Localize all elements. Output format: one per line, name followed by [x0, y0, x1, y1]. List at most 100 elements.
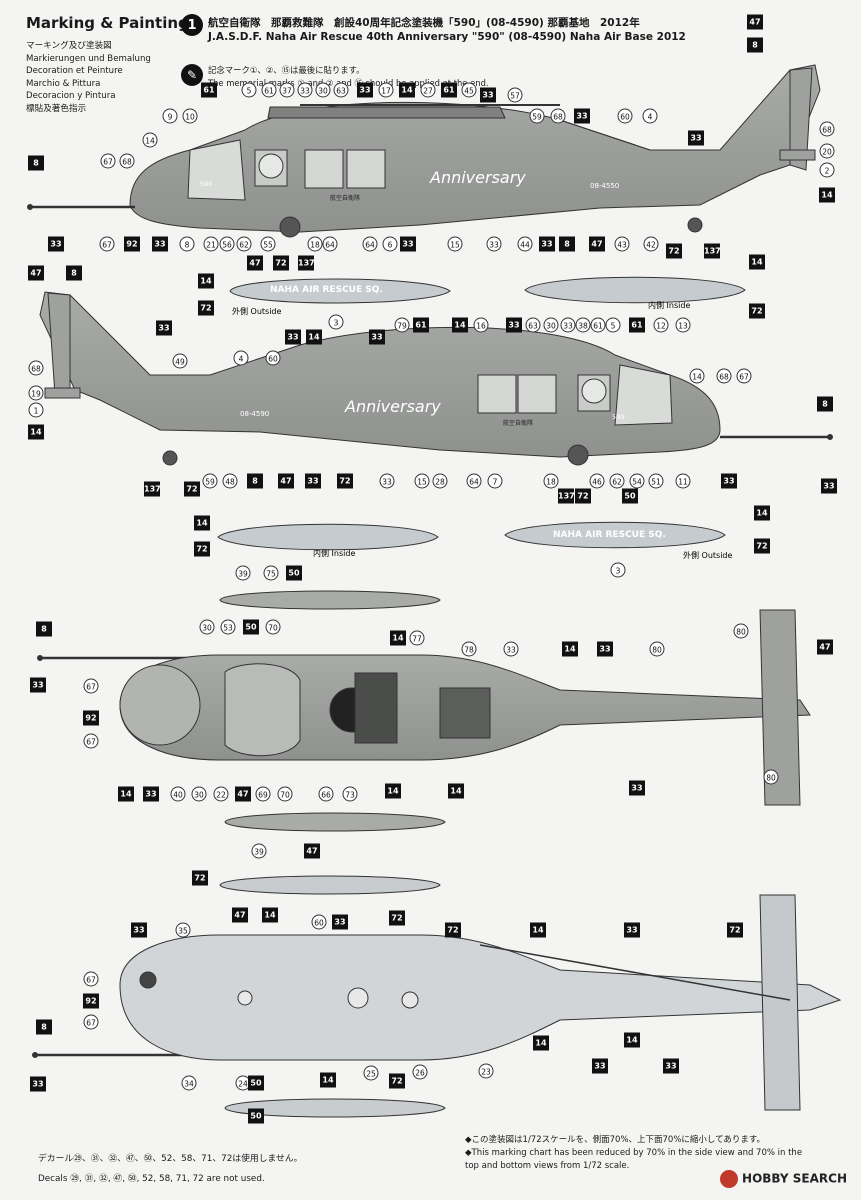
tank-1-text: NAHA AIR RESCUE SQ. — [270, 285, 383, 295]
top-view — [37, 590, 811, 832]
scale-note-en-2: top and bottom views from 1/72 scale. — [465, 1160, 630, 1171]
callout-circle: 67 — [83, 733, 99, 749]
callout-circle: 23 — [478, 1063, 494, 1079]
callout-square: 50 — [248, 1075, 264, 1091]
callout-circle: 8 — [179, 236, 195, 252]
callout-circle: 40 — [170, 786, 186, 802]
callout-square: 33 — [624, 922, 640, 938]
tank-outside-2 — [504, 521, 726, 549]
callout-circle: 42 — [643, 236, 659, 252]
callout-circle: 9 — [162, 108, 178, 124]
callout-circle: 6 — [382, 236, 398, 252]
callout-square: 72 — [389, 1073, 405, 1089]
callout-square: 47 — [589, 236, 605, 252]
callout-square: 47 — [247, 255, 263, 271]
callout-circle: 67 — [83, 678, 99, 694]
callout-circle: 59 — [202, 473, 218, 489]
callout-square: 33 — [400, 236, 416, 252]
callout-circle: 43 — [614, 236, 630, 252]
callout-square: 50 — [243, 619, 259, 635]
callout-square: 33 — [332, 914, 348, 930]
callout-circle: 15 — [414, 473, 430, 489]
tank-callout: 72 — [194, 541, 210, 557]
callout-square: 14 — [448, 783, 464, 799]
callout-square: 137 — [704, 243, 721, 259]
callout-circle: 5 — [241, 82, 257, 98]
unused-decals-jp: デカール㉙、㉛、㉜、㊼、㊿、52、58、71、72は使用しません。 — [38, 1154, 303, 1164]
callout-square: 137 — [144, 481, 161, 497]
callout-square: 33 — [597, 641, 613, 657]
scheme-number-badge: 1 — [181, 14, 203, 36]
callout-circle: 54 — [629, 473, 645, 489]
subtitle-fr: Decoration et Peinture — [26, 66, 123, 77]
callout-circle: 67 — [100, 153, 116, 169]
callout-square: 61 — [201, 82, 217, 98]
callout-circle: 1 — [28, 402, 44, 418]
callout-circle: 15 — [447, 236, 463, 252]
callout-circle: 34 — [181, 1075, 197, 1091]
subtitle-de: Markierungen und Bemalung — [26, 53, 151, 64]
tank-inside-label-2: 内側 Inside — [313, 548, 355, 558]
callout-square: 33 — [539, 236, 555, 252]
callout-square: 14 — [28, 424, 44, 440]
callout-square: 33 — [305, 473, 321, 489]
callout-circle: 62 — [609, 473, 625, 489]
callout-square: 33 — [629, 780, 645, 796]
tank-inside-2 — [217, 523, 439, 551]
side2-fuselage-number: 08-4590 — [240, 410, 269, 418]
subtitle-it: Marchio & Pittura — [26, 78, 101, 89]
callout-circle: 24 — [235, 1075, 251, 1091]
callout-square: 33 — [592, 1058, 608, 1074]
callout-circle: 44 — [517, 236, 533, 252]
callout-circle: 33 — [503, 641, 519, 657]
callout-circle: 49 — [172, 353, 188, 369]
callout-circle: 57 — [507, 87, 523, 103]
callout-square: 8 — [747, 37, 763, 53]
callout-circle: 60 — [617, 108, 633, 124]
callout-square: 33 — [480, 87, 496, 103]
callout-square: 8 — [28, 155, 44, 171]
callout-circle: 67 — [83, 1014, 99, 1030]
callout-circle: 26 — [412, 1064, 428, 1080]
callout-square: 61 — [629, 317, 645, 333]
callout-square: 92 — [83, 993, 99, 1009]
side2-jasdf-text: 航空自衛隊 — [503, 419, 533, 427]
callout-square: 72 — [389, 910, 405, 926]
callout-square: 8 — [66, 265, 82, 281]
callout-square: 14 — [306, 329, 322, 345]
callout-square: 92 — [83, 710, 99, 726]
callout-circle: 64 — [362, 236, 378, 252]
callout-circle: 70 — [265, 619, 281, 635]
tank-callout: 3 — [328, 314, 344, 330]
callout-circle: 4 — [233, 350, 249, 366]
scheme-title-en: J.A.S.D.F. Naha Air Rescue 40th Annivers… — [208, 31, 686, 43]
callout-square: 33 — [369, 329, 385, 345]
callout-circle: 67 — [83, 971, 99, 987]
callout-circle: 55 — [260, 236, 276, 252]
callout-square: 137 — [558, 488, 575, 504]
bottom-view — [32, 875, 842, 1118]
callout-square: 8 — [36, 1019, 52, 1035]
callout-circle: 39 — [251, 843, 267, 859]
callout-square: 47 — [817, 639, 833, 655]
brush-icon: ✎ — [181, 64, 203, 86]
callout-circle: 80 — [649, 641, 665, 657]
subtitle-cn: 標貼及著色指示 — [26, 103, 87, 114]
callout-circle: 53 — [220, 619, 236, 635]
callout-square: 137 — [298, 255, 315, 271]
callout-circle: 35 — [175, 922, 191, 938]
callout-square: 14 — [390, 630, 406, 646]
callout-square: 33 — [143, 786, 159, 802]
side-view-left — [27, 64, 821, 238]
callout-circle: 73 — [342, 786, 358, 802]
callout-square: 33 — [30, 677, 46, 693]
callout-circle: 64 — [466, 473, 482, 489]
callout-circle: 66 — [318, 786, 334, 802]
callout-square: 14 — [533, 1035, 549, 1051]
callout-circle: 77 — [409, 630, 425, 646]
callout-square: 47 — [747, 14, 763, 30]
callout-square: 47 — [232, 907, 248, 923]
callout-square: 33 — [48, 236, 64, 252]
callout-circle: 61 — [261, 82, 277, 98]
callout-circle: 37 — [279, 82, 295, 98]
